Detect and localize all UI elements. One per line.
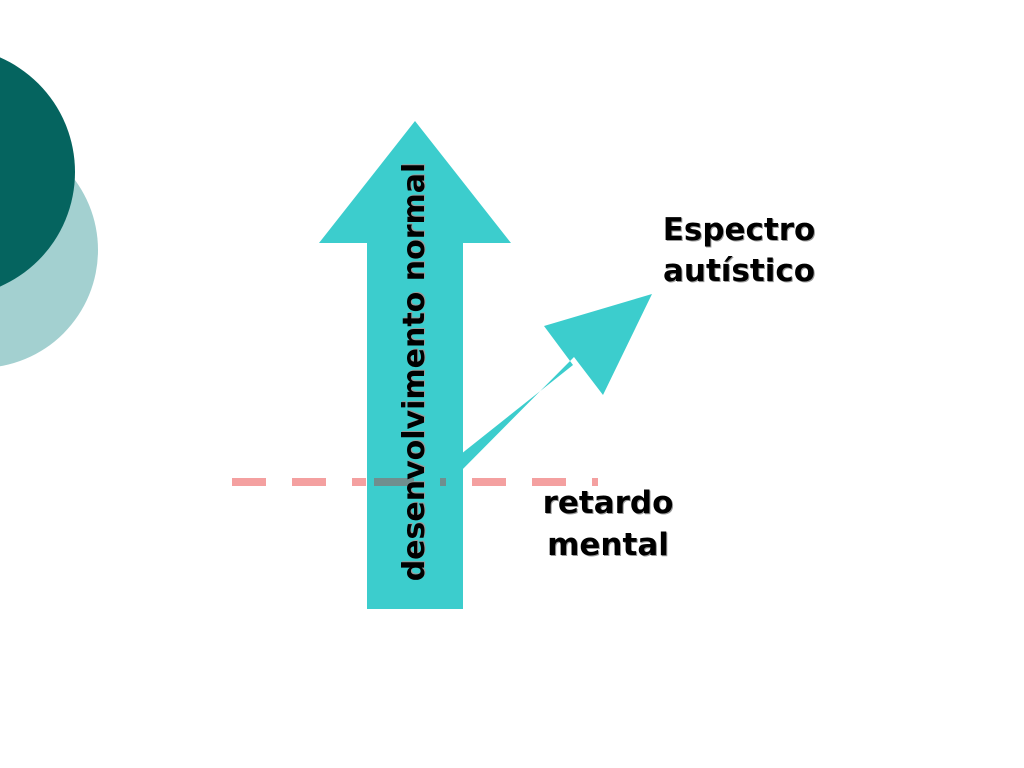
threshold-label-line2-shadow: mental <box>548 528 670 564</box>
branch-label-line1-shadow: Espectro <box>664 213 817 249</box>
vertical-arrow <box>319 121 511 609</box>
threshold-label-group: retardo retardo mental mental <box>543 485 675 564</box>
branch-label-group: Espectro Espectro autístico autístico <box>663 212 817 290</box>
vertical-arrow-label-shadow: desenvolvimento normal <box>398 162 433 581</box>
decorative-circle-dark <box>0 57 75 287</box>
branch-arrow <box>451 294 652 480</box>
vertical-arrow-label: desenvolvimento normal <box>397 163 432 582</box>
threshold-label-line1: retardo <box>543 485 674 521</box>
threshold-label-line1-shadow: retardo <box>544 486 675 522</box>
branch-label-line2: autístico <box>663 253 815 289</box>
threshold-label-line2: mental <box>547 527 669 563</box>
branch-label-line2-shadow: autístico <box>664 254 816 290</box>
branch-label-line1: Espectro <box>663 212 816 248</box>
vertical-arrow-label-group: desenvolvimento normal desenvolvimento n… <box>397 162 433 582</box>
